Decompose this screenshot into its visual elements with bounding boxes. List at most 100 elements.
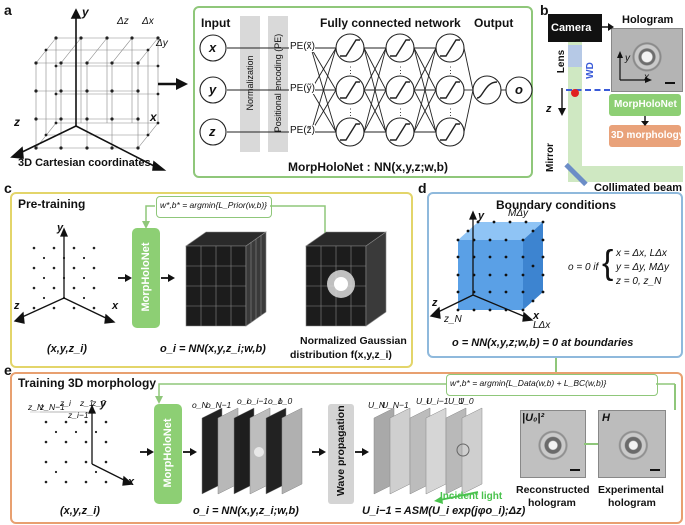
c-gaussian-slabs (305, 231, 387, 327)
d-brace: { (602, 244, 614, 282)
pe-node-y: PE(ỹ) (290, 83, 315, 94)
c-output-slabs (185, 231, 267, 327)
axis-z-label: z (14, 115, 20, 129)
pe-bar (268, 16, 288, 152)
d-condition-1: x = Δx, LΔx (616, 248, 667, 259)
camera-label: Camera (551, 22, 592, 34)
svg-text:⋮: ⋮ (396, 65, 405, 75)
hologram-scalebar (665, 82, 675, 84)
e-u-label-0: U_N (368, 400, 386, 410)
e-z-label-4: z_1 (80, 398, 94, 408)
exp-scalebar (650, 469, 660, 471)
svg-text:⋮: ⋮ (346, 107, 355, 117)
input-node-y: y (209, 82, 217, 97)
c-input-label: (x,y,z_i) (47, 343, 87, 355)
e-optimizer-box (446, 374, 658, 396)
boundary-cube (429, 210, 545, 322)
panel-c-letter: c (4, 180, 12, 196)
d-condition-3: z = 0, z_N (616, 276, 662, 287)
beam-vertical (568, 42, 582, 180)
z-label-b: z (546, 103, 552, 115)
morphnet-label-e: MorpHoloNet (162, 418, 174, 488)
pretrain-input-lattice (13, 227, 116, 324)
normalization-bar (240, 16, 260, 152)
wd-line (566, 89, 610, 91)
arrow-right-icon (158, 78, 188, 90)
c-arrow-2 (161, 274, 175, 282)
d-condition-lead: o = 0 if (568, 262, 599, 273)
pretrain-optimizer: w*,b* = argmin{L_Prior(w,b)} (160, 200, 268, 210)
morphnet-label-b: MorpHoloNet (614, 99, 677, 110)
panel-b-letter: b (540, 2, 549, 18)
delta-x-label: Δx (142, 16, 154, 27)
hologram-axes (617, 51, 652, 83)
e-o-label-0: o_N (192, 400, 208, 410)
morphnet-box-e (154, 404, 182, 504)
e-o-label-5: o_0 (278, 396, 293, 406)
d-l-delta-x: LΔx (533, 320, 551, 331)
delta-z-label: Δz (117, 16, 129, 27)
e-z-label-2: z_i (60, 398, 71, 408)
panel-e-letter: e (4, 362, 12, 378)
recon-label-1: Reconstructed (516, 484, 590, 496)
recon-exp-connector (584, 443, 598, 445)
d-connector (555, 358, 557, 382)
e-o-label-4: o_1 (268, 396, 283, 406)
c-axis-x: x (112, 300, 119, 312)
beam-label: Collimated beam (594, 182, 683, 194)
e-input-label: (x,y,z_i) (60, 505, 100, 517)
output-heading: Output (474, 16, 514, 30)
c-arrow-1 (118, 274, 132, 282)
boundary-title: Boundary conditions (496, 198, 616, 212)
h-label: H (602, 412, 610, 424)
cube-caption: 3D Cartesian coordinates (18, 157, 151, 169)
training-title: Training 3D morphology (18, 376, 157, 390)
d-condition-2: y = Δy, MΔy (616, 262, 669, 273)
u0-label: |U₀|² (522, 412, 545, 424)
e-axis-x: x (128, 476, 135, 488)
fc-heading: Fully connected network (320, 16, 461, 30)
mirror-label: Mirror (544, 143, 556, 172)
experimental-hologram (598, 410, 666, 478)
wd-label: WD (584, 62, 596, 79)
e-output-label: o_i = NN(x,y,z_i;w,b) (193, 505, 299, 517)
delta-y-label: Δy (156, 38, 168, 49)
camera-box (548, 14, 602, 42)
input-heading: Input (201, 16, 231, 30)
e-arrow-3 (312, 448, 326, 456)
network-formula: MorpHoloNet : NN(x,y,z;w,b) (288, 160, 448, 174)
exp-feedback-vertical (674, 384, 676, 410)
c-output-label: o_i = NN(x,y,z_i;w,b) (160, 343, 266, 355)
d-z-n: z_N (444, 314, 462, 325)
z-axis-b (558, 88, 566, 116)
morphnet-box-c (132, 228, 160, 328)
exp-label-1: Experimental (598, 484, 664, 496)
output-node: o (515, 82, 523, 97)
pretrain-optimizer-box (156, 196, 272, 218)
e-optimizer: w*,b* = argmin{L_Data(w,b) + L_BC(w,b)} (450, 378, 607, 388)
morphnet-box-b (609, 94, 681, 116)
svg-text:⋮: ⋮ (446, 65, 455, 75)
network-graph: ⋮⋮⋮ ⋮⋮⋮ (199, 33, 533, 147)
panel-a-letter: a (4, 2, 12, 18)
e-field-slices (373, 407, 483, 504)
d-axis-z: z (432, 297, 438, 309)
c-target-label-2: distribution f(x,y,z_i) (290, 349, 392, 361)
morph3d-label: 3D morphology (611, 130, 685, 141)
e-asm-label: U_i−1 = ASM(U_i exp(jφo_i);Δz) (362, 505, 526, 517)
pe-node-x: PE(x̃) (290, 41, 315, 52)
boundary-box (427, 192, 683, 358)
pretraining-title: Pre-training (18, 197, 86, 211)
e-arrow-1 (140, 448, 154, 456)
e-z-label-0: z_N (28, 402, 44, 412)
e-axis-y: y (100, 398, 107, 410)
c-axis-y: y (57, 222, 64, 234)
hologram-title: Hologram (622, 14, 674, 26)
e-o-label-2: o_i (237, 396, 249, 406)
c-axis-z: z (14, 300, 20, 312)
e-input-lattice (30, 404, 134, 486)
e-arrow-4 (355, 448, 369, 456)
svg-text:⋮: ⋮ (446, 107, 455, 117)
svg-text:⋮: ⋮ (346, 65, 355, 75)
e-output-slices (201, 407, 303, 495)
